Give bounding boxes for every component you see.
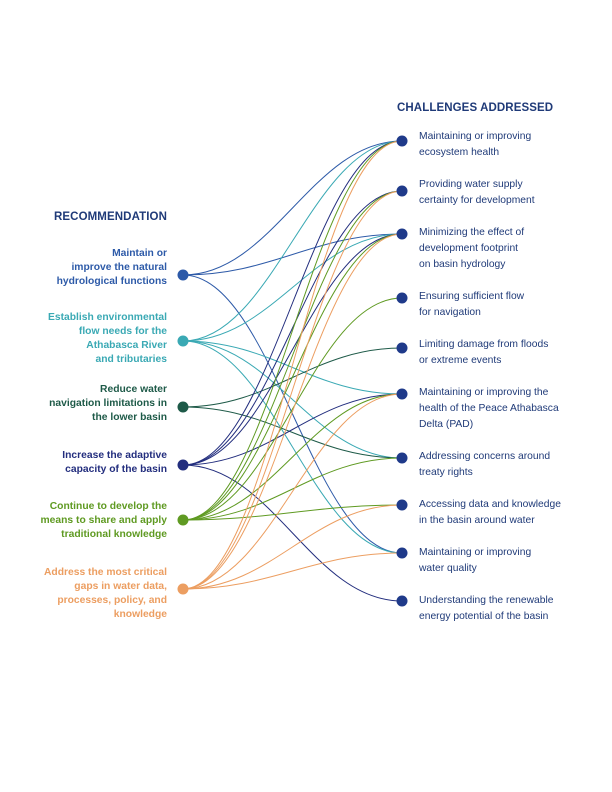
challenge-label-renewable-energy: Understanding the renewable energy poten…: [419, 595, 554, 622]
connection-lines: [182, 140, 403, 602]
challenge-node-water-supply: [396, 185, 408, 197]
challenge-label-water-quality: Maintaining or improving water quality: [419, 547, 532, 574]
recommendation-node-environmental-flow: [177, 335, 189, 347]
link-adaptive-capacity-to-renewable-energy: [182, 464, 403, 602]
link-data-gaps-to-development-footprint: [182, 233, 403, 590]
recommendation-label-navigation: Reduce water navigation limitations in t…: [49, 384, 167, 423]
recommendation-label-adaptive-capacity: Increase the adaptive capacity of the ba…: [62, 450, 167, 475]
link-traditional-knowledge-to-water-supply: [182, 190, 403, 521]
link-traditional-knowledge-to-pad-health: [182, 393, 403, 521]
challenge-label-ecosystem-health: Maintaining or improving ecosystem healt…: [419, 131, 532, 158]
challenge-label-navigation-flow: Ensuring sufficient flow for navigation: [419, 291, 525, 318]
link-navigation-to-treaty-rights: [182, 406, 403, 459]
recommendation-node-data-gaps: [177, 583, 189, 595]
recommendation-label-data-gaps: Address the most critical gaps in water …: [43, 567, 167, 620]
link-traditional-knowledge-to-ecosystem-health: [182, 140, 403, 521]
challenge-node-renewable-energy: [396, 595, 408, 607]
link-data-gaps-to-water-quality: [182, 552, 403, 590]
link-adaptive-capacity-to-ecosystem-health: [182, 140, 403, 466]
link-environmental-flow-to-ecosystem-health: [182, 140, 403, 342]
link-traditional-knowledge-to-navigation-flow: [182, 297, 403, 521]
link-natural-hydrology-to-ecosystem-health: [182, 140, 403, 276]
challenge-label-pad-health: Maintaining or improving the health of t…: [419, 387, 559, 430]
link-traditional-knowledge-to-data-knowledge: [182, 504, 403, 521]
challenges-header: CHALLENGES ADDRESSED: [397, 102, 554, 114]
link-data-gaps-to-pad-health: [182, 393, 403, 590]
challenge-node-flood-damage: [396, 342, 408, 354]
recommendation-node-traditional-knowledge: [177, 514, 189, 526]
link-natural-hydrology-to-water-quality: [182, 274, 403, 554]
challenge-node-pad-health: [396, 388, 408, 400]
link-traditional-knowledge-to-treaty-rights: [182, 457, 403, 521]
link-environmental-flow-to-treaty-rights: [182, 340, 403, 459]
challenge-label-data-knowledge: Accessing data and knowledge in the basi…: [419, 499, 561, 526]
recommendation-label-traditional-knowledge: Continue to develop the means to share a…: [40, 501, 167, 540]
recommendation-label-natural-hydrology: Maintain or improve the natural hydrolog…: [56, 248, 167, 287]
recommendation-node-adaptive-capacity: [177, 459, 189, 471]
recommendation-node-navigation: [177, 401, 189, 413]
challenge-node-water-quality: [396, 547, 408, 559]
link-adaptive-capacity-to-development-footprint: [182, 233, 403, 466]
recommendation-label-environmental-flow: Establish environmental flow needs for t…: [47, 312, 167, 365]
challenge-node-treaty-rights: [396, 452, 408, 464]
link-data-gaps-to-water-supply: [182, 190, 403, 590]
link-adaptive-capacity-to-water-supply: [182, 190, 403, 466]
link-environmental-flow-to-water-quality: [182, 340, 403, 554]
link-adaptive-capacity-to-pad-health: [182, 393, 403, 466]
challenge-node-navigation-flow: [396, 292, 408, 304]
link-natural-hydrology-to-development-footprint: [182, 233, 403, 276]
challenge-label-development-footprint: Minimizing the effect of development foo…: [419, 227, 525, 270]
recommendation-node-natural-hydrology: [177, 269, 189, 281]
link-environmental-flow-to-pad-health: [182, 340, 403, 395]
challenge-node-development-footprint: [396, 228, 408, 240]
challenge-label-treaty-rights: Addressing concerns around treaty rights: [419, 451, 551, 478]
diagram-nodes: [177, 135, 408, 607]
challenge-label-water-supply: Providing water supply certainty for dev…: [419, 179, 535, 206]
challenge-node-data-knowledge: [396, 499, 408, 511]
challenge-node-ecosystem-health: [396, 135, 408, 147]
recommendation-header: RECOMMENDATION: [54, 211, 167, 223]
link-data-gaps-to-data-knowledge: [182, 504, 403, 590]
challenge-label-flood-damage: Limiting damage from floods or extreme e…: [419, 339, 549, 366]
link-data-gaps-to-ecosystem-health: [182, 140, 403, 590]
link-traditional-knowledge-to-development-footprint: [182, 233, 403, 521]
link-environmental-flow-to-development-footprint: [182, 233, 403, 342]
